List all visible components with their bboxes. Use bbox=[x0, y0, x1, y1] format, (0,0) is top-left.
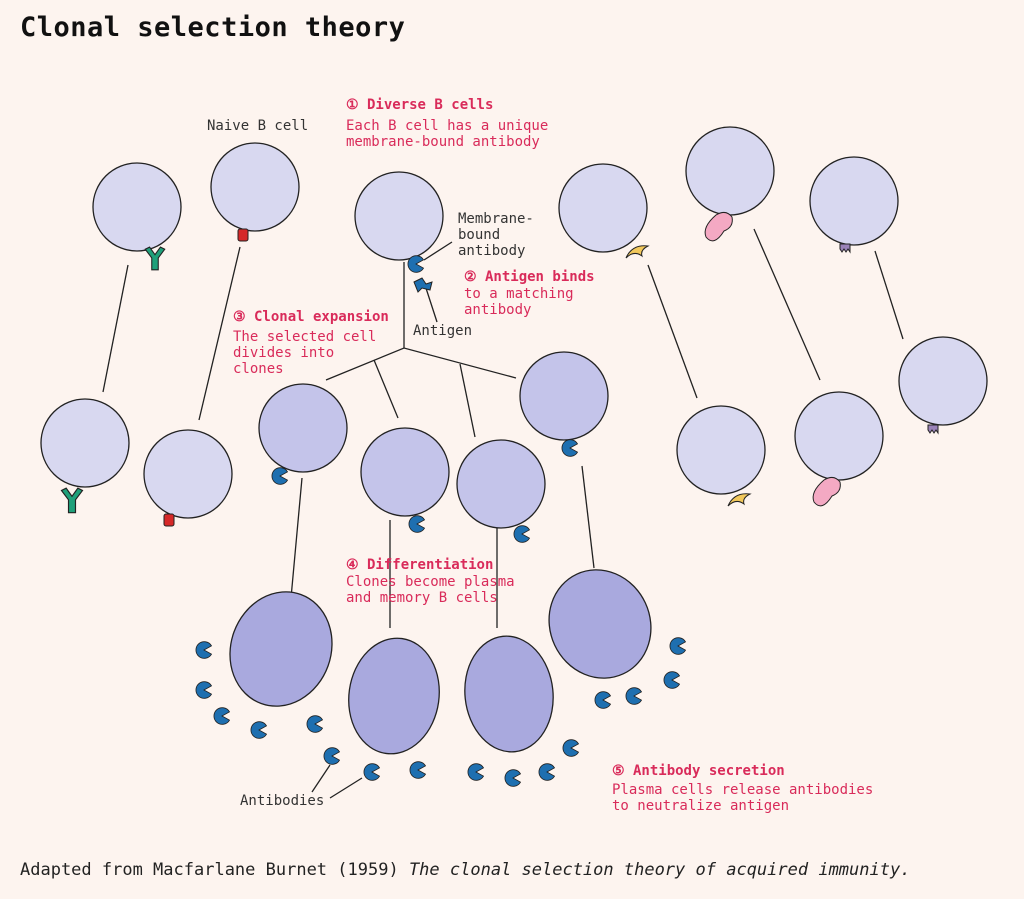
naive-cell-yellow bbox=[558, 163, 648, 253]
step-5-text: Plasma cells release antibodies bbox=[612, 782, 873, 798]
naive-cell-purple bbox=[809, 156, 899, 246]
naive-cell-green bbox=[92, 162, 182, 252]
antigen-icon bbox=[413, 277, 433, 293]
pink-receptor-icon bbox=[704, 211, 733, 242]
receptors bbox=[60, 211, 939, 527]
source-caption: Adapted from Macfarlane Burnet (1959) Th… bbox=[20, 860, 910, 880]
step-3-text: clones bbox=[233, 361, 284, 377]
naive-cell-pink bbox=[685, 126, 775, 216]
antigen-label: Antigen bbox=[413, 323, 472, 339]
naive-cell-red bbox=[210, 142, 300, 232]
antibodies-label: Antibodies bbox=[240, 793, 324, 809]
purple-receptor-icon bbox=[839, 243, 851, 254]
lineage-lines bbox=[102, 228, 904, 799]
membrane-label-2: bound bbox=[458, 227, 500, 243]
caption-work: The clonal selection theory of acquired … bbox=[408, 860, 911, 880]
naive-cell-selected bbox=[354, 171, 444, 261]
page-title: Clonal selection theory bbox=[20, 12, 406, 43]
plasma-cells bbox=[229, 569, 652, 755]
step-1-text: membrane-bound antibody bbox=[346, 134, 540, 150]
membrane-label-3: antibody bbox=[458, 243, 525, 259]
naive-b-cell-label: Naive B cell bbox=[207, 118, 308, 134]
membrane-antibody-icon bbox=[407, 255, 424, 273]
pink-receptor-icon bbox=[812, 476, 841, 507]
step-3-heading: ③ Clonal expansion bbox=[233, 309, 389, 325]
step-1-text: Each B cell has a unique bbox=[346, 118, 548, 134]
yellow-receptor-icon bbox=[727, 493, 752, 507]
purple-receptor-icon bbox=[927, 424, 939, 435]
step-2-text: to a matching bbox=[464, 286, 574, 302]
step-5-text: to neutralize antigen bbox=[612, 798, 789, 814]
blue-antibodies bbox=[195, 255, 686, 787]
step-4-text: Clones become plasma bbox=[346, 574, 515, 590]
red-receptor-icon bbox=[237, 228, 249, 242]
step-3-text: The selected cell bbox=[233, 329, 376, 345]
step-2-text: antibody bbox=[464, 302, 531, 318]
step-5-heading: ⑤ Antibody secretion bbox=[612, 763, 785, 779]
membrane-label-1: Membrane- bbox=[458, 211, 534, 227]
green-receptor-icon bbox=[60, 487, 84, 514]
step-1-heading: ① Diverse B cells bbox=[346, 97, 493, 113]
yellow-receptor-icon bbox=[625, 245, 650, 259]
naive-cells bbox=[92, 126, 899, 261]
step-2-heading: ② Antigen binds bbox=[464, 269, 595, 285]
clone-cells bbox=[258, 351, 609, 529]
step-3-text: divides into bbox=[233, 345, 334, 361]
red-receptor-icon bbox=[163, 513, 175, 527]
unselected-progeny bbox=[40, 336, 988, 519]
green-receptor-icon bbox=[144, 246, 166, 271]
caption-prefix: Adapted from Macfarlane Burnet (1959) bbox=[20, 860, 409, 880]
step-4-text: and memory B cells bbox=[346, 590, 498, 606]
step-4-heading: ④ Differentiation bbox=[346, 557, 493, 573]
